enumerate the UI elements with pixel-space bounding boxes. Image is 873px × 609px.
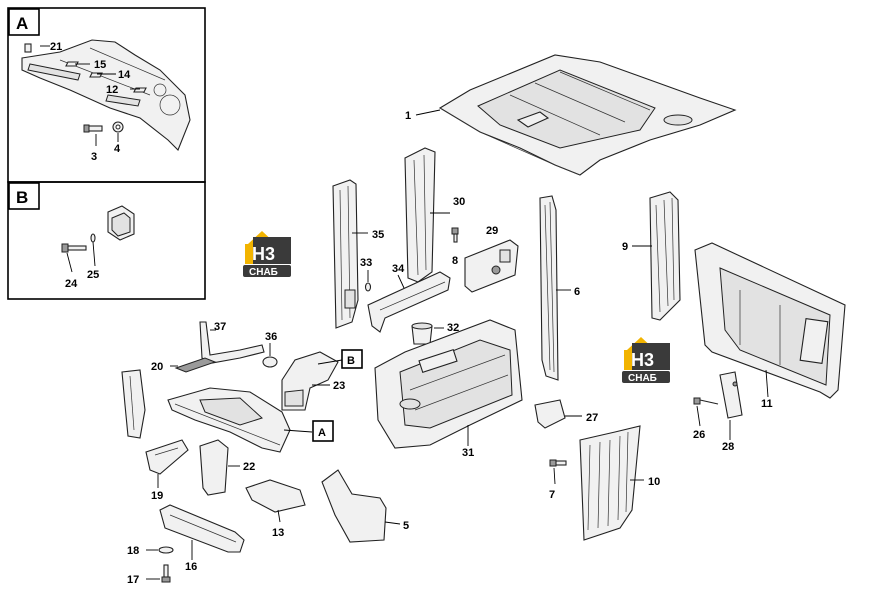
callout-4: 4: [114, 143, 121, 155]
part-9-pillar-trim: 9: [622, 191, 681, 321]
callout-23: 23: [333, 380, 345, 392]
callout-6: 6: [574, 286, 580, 298]
ref-a-tag: A: [312, 420, 334, 442]
part-32-cup: 32: [411, 322, 459, 345]
inset-a: A 21 15 14 12 3 4: [7, 7, 206, 183]
part-35-pillar: 35: [332, 179, 384, 329]
callout-3: 3: [91, 151, 97, 163]
logo-bottom-text: СНАБ: [249, 267, 278, 278]
callout-14: 14: [118, 69, 131, 81]
callout-8: 8: [452, 255, 458, 267]
callout-35: 35: [372, 229, 384, 241]
callout-36: 36: [265, 331, 277, 343]
callout-33: 33: [360, 257, 372, 269]
part-10-panel: 10: [579, 425, 660, 541]
callout-25: 25: [87, 269, 99, 281]
part-37-hose: 37: [199, 321, 265, 364]
callout-24: 24: [65, 278, 78, 290]
part-5-trim: 5: [321, 469, 409, 543]
callout-15: 15: [94, 59, 106, 71]
part-17-screw: 17: [127, 564, 171, 586]
callout-9: 9: [622, 241, 628, 253]
part-30-pillar: 30: [404, 147, 465, 283]
callout-20: 20: [151, 361, 163, 373]
callout-22: 22: [243, 461, 255, 473]
inset-a-letter: A: [16, 14, 28, 33]
part-33-screw: 33: [360, 257, 372, 292]
callout-29: 29: [486, 225, 498, 237]
callout-30: 30: [453, 196, 465, 208]
part-20-grille: 20: [151, 357, 217, 373]
callout-28: 28: [722, 441, 734, 453]
callout-17: 17: [127, 574, 139, 586]
part-26-clip: 26: [693, 397, 719, 441]
callout-34: 34: [392, 263, 405, 275]
part-16-sill: 16: [159, 504, 245, 573]
logo2-bottom-text: СНАБ: [628, 373, 657, 384]
callout-1: 1: [405, 110, 411, 122]
part-13-bracket: 13: [245, 479, 306, 539]
part-1-headliner: 1: [405, 54, 737, 176]
part-6-strip: 6: [539, 195, 580, 381]
part-dashboard: [167, 387, 313, 453]
part-23-duct: 23: [281, 351, 345, 411]
callout-19: 19: [151, 490, 163, 502]
part-29-bracket: 29: [464, 225, 519, 293]
callout-18: 18: [127, 545, 139, 557]
brand-logo: Н3 СНАБ: [243, 231, 291, 278]
callout-7: 7: [549, 489, 555, 501]
callout-11: 11: [761, 398, 773, 410]
part-8-screw: 8: [451, 227, 459, 267]
callout-31: 31: [462, 447, 474, 459]
brand-logo-2: Н3 СНАБ: [622, 337, 670, 384]
callout-21: 21: [50, 41, 62, 53]
ref-b-tag: B: [341, 349, 363, 369]
callout-16: 16: [185, 561, 197, 573]
part-34-trim: 34: [367, 263, 451, 333]
part-36-grommet: 36: [262, 331, 278, 368]
ref-b-letter: B: [347, 355, 355, 367]
logo2-top-text: Н3: [631, 350, 654, 370]
callout-13: 13: [272, 527, 284, 539]
callout-37: 37: [214, 321, 226, 333]
logo-top-text: Н3: [252, 244, 275, 264]
part-19-vent: 19: [145, 439, 189, 502]
callout-10: 10: [648, 476, 660, 488]
part-31-tray: 31: [374, 319, 523, 459]
inset-b: B 24 25: [7, 181, 206, 300]
callout-27: 27: [586, 412, 598, 424]
callout-26: 26: [693, 429, 705, 441]
part-27-bin: 27: [534, 399, 598, 429]
callout-5: 5: [403, 520, 409, 532]
part-11-side-panel: 11: [694, 242, 846, 410]
part-28-cover: 28: [719, 371, 743, 453]
part-7-screw: 7: [549, 459, 567, 501]
callout-12: 12: [106, 84, 118, 96]
inset-b-letter: B: [16, 188, 28, 207]
part-18-washer: 18: [127, 545, 174, 557]
ref-a-letter: A: [318, 427, 326, 439]
part-left-column: [121, 369, 146, 439]
callout-32: 32: [447, 322, 459, 334]
part-22-duct: 22: [199, 439, 255, 496]
